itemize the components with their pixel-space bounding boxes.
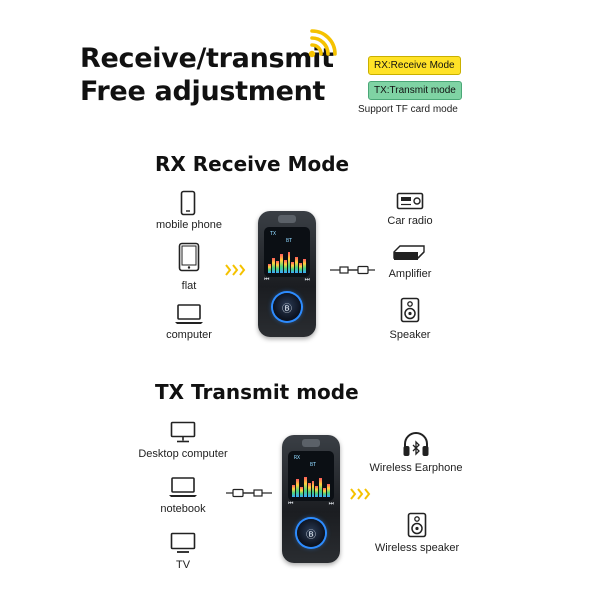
- source-label-notebook: notebook: [160, 503, 206, 515]
- screen-mode-text: RX: [294, 455, 301, 461]
- car-radio-icon: [396, 192, 424, 210]
- tx-mode-badge: TX:Transmit mode: [368, 81, 462, 100]
- equalizer-bars: [268, 251, 307, 273]
- equalizer-bars: [292, 475, 331, 497]
- headline-line-1: Receive/transmit: [80, 43, 334, 74]
- output-label-amplifier: Amplifier: [388, 268, 432, 280]
- output-label-car-radio: Car radio: [387, 215, 433, 227]
- wifi-signal-icon: [308, 29, 337, 58]
- tv-icon: [170, 532, 196, 553]
- source-label-mobile-phone: mobile phone: [155, 219, 223, 231]
- power-knob: Ⓑ: [297, 519, 325, 547]
- tablet-icon: [178, 242, 200, 272]
- power-knob: Ⓑ: [273, 293, 301, 321]
- headline: Receive/transmit Free adjustment: [80, 42, 334, 108]
- source-label-desktop-computer: Desktop computer: [138, 448, 228, 460]
- output-label-speaker: Speaker: [389, 329, 431, 341]
- track-controls: ⏮ ⏭: [264, 277, 310, 284]
- rx-mode-badge: RX:Receive Mode: [368, 56, 461, 75]
- tf-card-note: Support TF card mode: [358, 104, 458, 115]
- bluetooth-logo-icon: Ⓑ: [306, 530, 316, 541]
- headline-line-2: Free adjustment: [80, 76, 326, 107]
- headphones-icon: [403, 432, 429, 456]
- source-label-tv: TV: [175, 559, 191, 571]
- speaker-icon: [407, 512, 427, 538]
- top-button: [278, 215, 296, 223]
- tx-section-title: TX Transmit mode: [155, 380, 359, 404]
- laptop-icon: [175, 304, 203, 324]
- amplifier-icon: [393, 245, 425, 260]
- output-label-wireless-speaker: Wireless speaker: [374, 542, 460, 554]
- next-track-icon: ⏭: [328, 501, 334, 507]
- screen-bt-text: BT: [286, 238, 293, 244]
- bluetooth-flow-arrows-icon: [225, 264, 246, 276]
- bluetooth-flow-arrows-icon: [350, 488, 371, 500]
- bluetooth-adapter-rx: TX BT ⏮ ⏭ Ⓑ: [258, 211, 316, 337]
- screen-mode-text: TX: [270, 231, 277, 237]
- speaker-icon: [400, 297, 420, 323]
- device-screen: RX BT: [288, 451, 334, 501]
- previous-track-icon: ⏮: [288, 501, 294, 507]
- audio-cable-icon: [330, 265, 375, 275]
- rx-section-title: RX Receive Mode: [155, 152, 350, 176]
- output-label-wireless-earphone: Wireless Earphone: [369, 462, 463, 474]
- desktop-monitor-icon: [170, 421, 196, 443]
- device-screen: TX BT: [264, 227, 310, 277]
- bluetooth-logo-icon: Ⓑ: [282, 304, 292, 315]
- source-label-flat: flat: [181, 280, 197, 292]
- mobile-phone-icon: [180, 190, 196, 216]
- source-label-computer: computer: [166, 329, 212, 341]
- screen-bt-text: BT: [310, 462, 317, 468]
- laptop-icon: [169, 477, 197, 497]
- bluetooth-adapter-tx: RX BT ⏮ ⏭ Ⓑ: [282, 435, 340, 563]
- audio-cable-icon: [226, 488, 272, 498]
- top-button: [302, 439, 320, 447]
- next-track-icon: ⏭: [304, 277, 310, 283]
- previous-track-icon: ⏮: [264, 277, 270, 283]
- track-controls: ⏮ ⏭: [288, 501, 334, 508]
